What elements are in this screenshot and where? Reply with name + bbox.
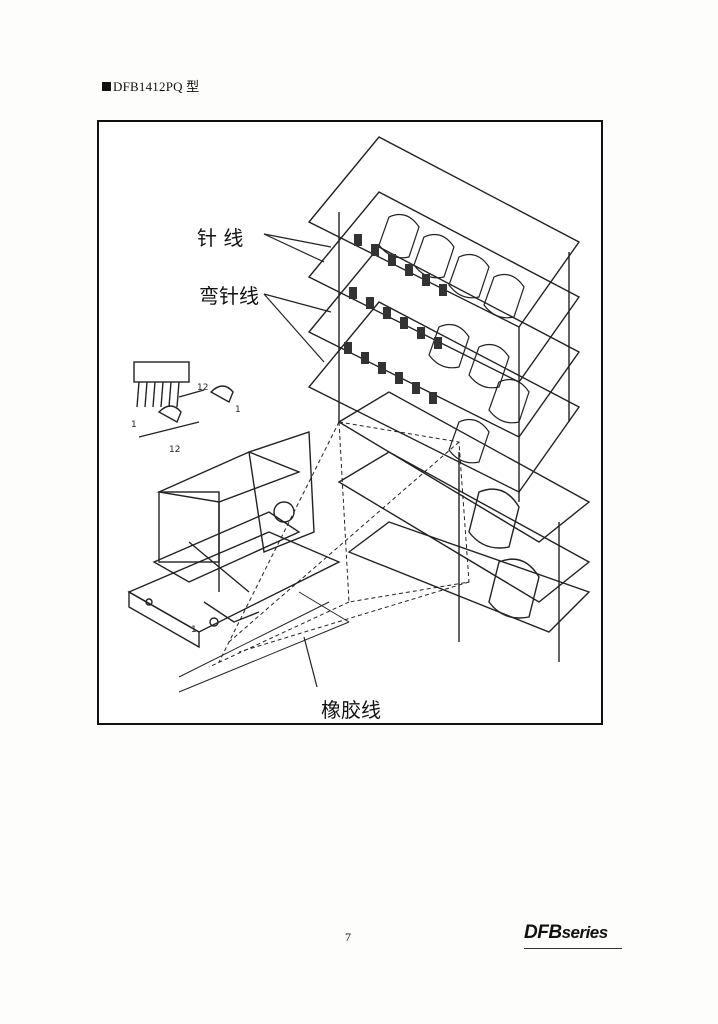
brand-logo: DFBseries bbox=[524, 922, 608, 944]
leader-lines bbox=[263, 233, 332, 688]
document-header: DFB1412PQ 型 bbox=[102, 76, 199, 95]
page-number: 7 bbox=[345, 930, 351, 944]
inset-parts bbox=[133, 361, 234, 438]
sewing-machine bbox=[127, 431, 341, 649]
brand-suffix: series bbox=[561, 923, 609, 942]
square-bullet-icon bbox=[102, 82, 111, 91]
inset-number: 1 bbox=[131, 420, 137, 430]
label-needle-thread: 针 线 bbox=[197, 226, 244, 250]
thread-spools bbox=[344, 234, 447, 404]
inset-number: 12 bbox=[197, 383, 208, 393]
brand-main: DFB bbox=[524, 922, 562, 943]
figure-frame: 12 1 12 1 1 12 针 线 弯针线 橡胶线 bbox=[97, 120, 603, 725]
thread-cones bbox=[378, 214, 530, 464]
inset-number: 1 bbox=[191, 625, 197, 635]
brand-underline bbox=[524, 948, 622, 949]
thread-paths bbox=[208, 421, 470, 668]
model-title: DFB1412PQ 型 bbox=[113, 79, 200, 94]
inset-number: 1 bbox=[235, 405, 241, 415]
label-looper-thread: 弯针线 bbox=[199, 284, 259, 308]
elastic-thread-lines bbox=[178, 591, 350, 693]
thread-rack-upper bbox=[307, 136, 581, 502]
inset-number: 12 bbox=[169, 445, 180, 455]
label-elastic-thread: 橡胶线 bbox=[321, 698, 381, 722]
thread-rack-lower bbox=[337, 391, 591, 662]
machine-illustration: 12 1 12 1 1 12 bbox=[127, 136, 591, 693]
